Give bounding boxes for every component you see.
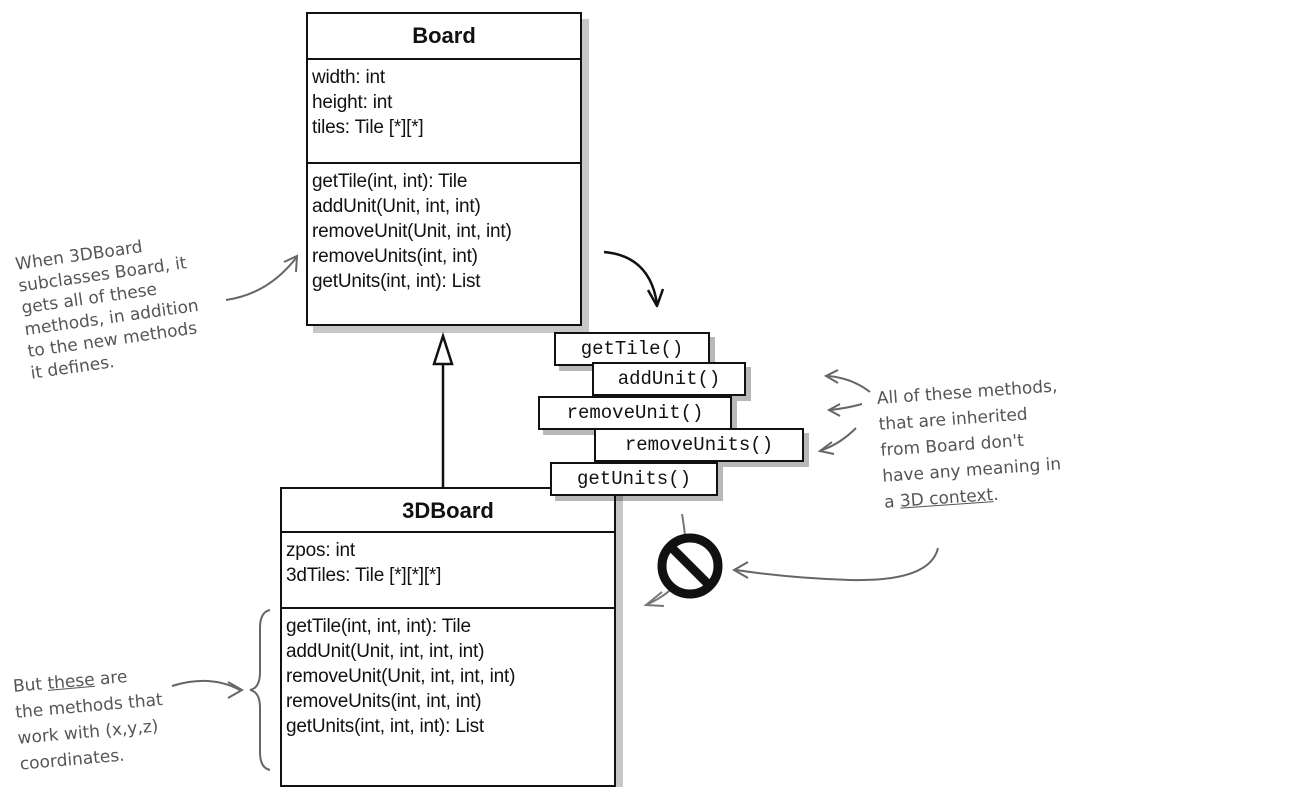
inheritance-arrowhead-icon xyxy=(432,331,454,366)
board-method: getUnits(int, int): List xyxy=(312,271,481,292)
board-method: addUnit(Unit, int, int) xyxy=(312,196,481,217)
note-emphasis: these xyxy=(46,669,96,694)
board3d-method: getUnits(int, int, int): List xyxy=(286,716,484,737)
board-methods: getTile(int, int): Tile addUnit(Unit, in… xyxy=(308,164,580,299)
note-inheritance: When 3DBoard subclasses Board, it gets a… xyxy=(14,230,206,385)
board3d-class-name: 3DBoard xyxy=(282,489,614,533)
note-arrow-icon xyxy=(821,427,857,451)
note-arrow-icon xyxy=(171,679,241,691)
arrowhead-icon xyxy=(817,441,835,455)
board3d-attribute: zpos: int xyxy=(286,540,355,561)
inherited-method-chip: getUnits() xyxy=(550,462,718,496)
arrowhead-icon xyxy=(731,561,749,579)
note-arrow-icon xyxy=(829,403,863,411)
board3d-method: addUnit(Unit, int, int, int) xyxy=(286,641,485,662)
note-emphasis: 3D context xyxy=(899,485,994,512)
inherited-method-chip: addUnit() xyxy=(592,362,746,396)
board3d-method: getTile(int, int, int): Tile xyxy=(286,616,471,637)
board3d-attributes: zpos: int 3dTiles: Tile [*][*][*] xyxy=(282,533,614,609)
board-method: removeUnits(int, int) xyxy=(312,246,478,267)
note-no-meaning: All of these methods, that are inherited… xyxy=(876,373,1065,515)
arrowhead-icon xyxy=(283,254,299,273)
board-method: getTile(int, int): Tile xyxy=(312,171,468,192)
board3d-class: 3DBoard zpos: int 3dTiles: Tile [*][*][*… xyxy=(280,487,616,787)
curved-arrow-icon xyxy=(603,250,659,305)
board3d-methods: getTile(int, int, int): Tile addUnit(Uni… xyxy=(282,609,614,744)
arrowhead-icon xyxy=(643,591,665,607)
arrowhead-icon xyxy=(826,403,841,417)
note-arrow-icon xyxy=(827,375,871,393)
arrowhead-icon xyxy=(227,681,245,699)
curly-brace xyxy=(249,609,271,771)
board-class-name: Board xyxy=(308,14,580,60)
board-attribute: width: int xyxy=(312,67,385,88)
board-class: Board width: int height: int tiles: Tile… xyxy=(306,12,582,326)
board-attributes: width: int height: int tiles: Tile [*][*… xyxy=(308,60,580,164)
note-arrow-icon xyxy=(735,547,939,582)
note-new-methods: But these are the methods that work with… xyxy=(12,661,168,777)
board-attribute: tiles: Tile [*][*] xyxy=(312,117,424,138)
note-arrow-icon xyxy=(225,257,297,301)
board3d-method: removeUnits(int, int, int) xyxy=(286,691,482,712)
board-attribute: height: int xyxy=(312,92,393,113)
board3d-attribute: 3dTiles: Tile [*][*][*] xyxy=(286,565,442,586)
no-entry-icon xyxy=(657,533,723,599)
arrowhead-icon xyxy=(823,369,839,384)
inherited-method-chip: removeUnits() xyxy=(594,428,804,462)
arrowhead-icon xyxy=(646,288,665,308)
board-method: removeUnit(Unit, int, int) xyxy=(312,221,512,242)
board3d-method: removeUnit(Unit, int, int, int) xyxy=(286,666,516,687)
